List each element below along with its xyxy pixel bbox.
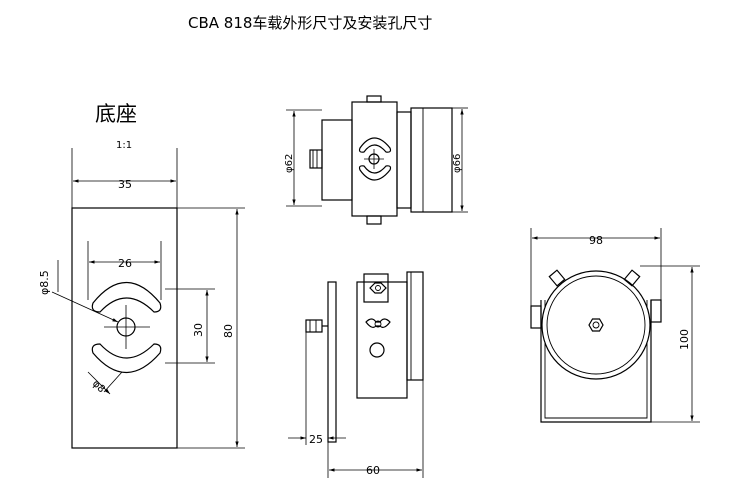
base-dim-slot-span: 26 — [118, 257, 132, 270]
base-plate-outline — [71, 207, 178, 449]
upper-arc-slot — [91, 281, 162, 313]
top-dim-left-dia: φ62 — [284, 154, 295, 173]
top-dim-right-dia: φ66 — [452, 154, 463, 173]
base-dim-slot-pitch: 30 — [192, 323, 205, 337]
left-cylinder — [321, 119, 353, 201]
front-dim-depth: 60 — [366, 464, 380, 477]
drawing-title: CBA 818车载外形尺寸及安装孔尺寸 — [188, 14, 432, 32]
base-view: 底座 1:1 35 26 φ8.5 30 80 — [38, 102, 245, 449]
lower-arc-slot — [91, 343, 162, 374]
top-view: φ62 φ66 — [284, 95, 468, 225]
base-dim-height: 80 — [222, 324, 235, 338]
side-main-disc — [541, 270, 651, 380]
base-dim-slot-width: φ8 — [90, 378, 107, 395]
u-bracket — [540, 300, 652, 423]
right-cylinder — [396, 111, 412, 209]
side-dim-width: 98 — [589, 234, 603, 247]
side-dim-height: 100 — [678, 329, 691, 350]
base-view-scale: 1:1 — [116, 140, 132, 151]
front-view: 25 60 — [288, 271, 424, 478]
right-cap — [410, 107, 453, 213]
front-bracket-plate — [327, 281, 337, 443]
base-dim-hole-dia: φ8.5 — [38, 270, 51, 295]
side-knob — [309, 149, 323, 169]
base-view-label: 底座 — [95, 102, 137, 126]
front-dim-offset: 25 — [309, 433, 323, 446]
side-view: 98 100 — [530, 228, 700, 423]
base-dim-width: 35 — [118, 178, 132, 191]
